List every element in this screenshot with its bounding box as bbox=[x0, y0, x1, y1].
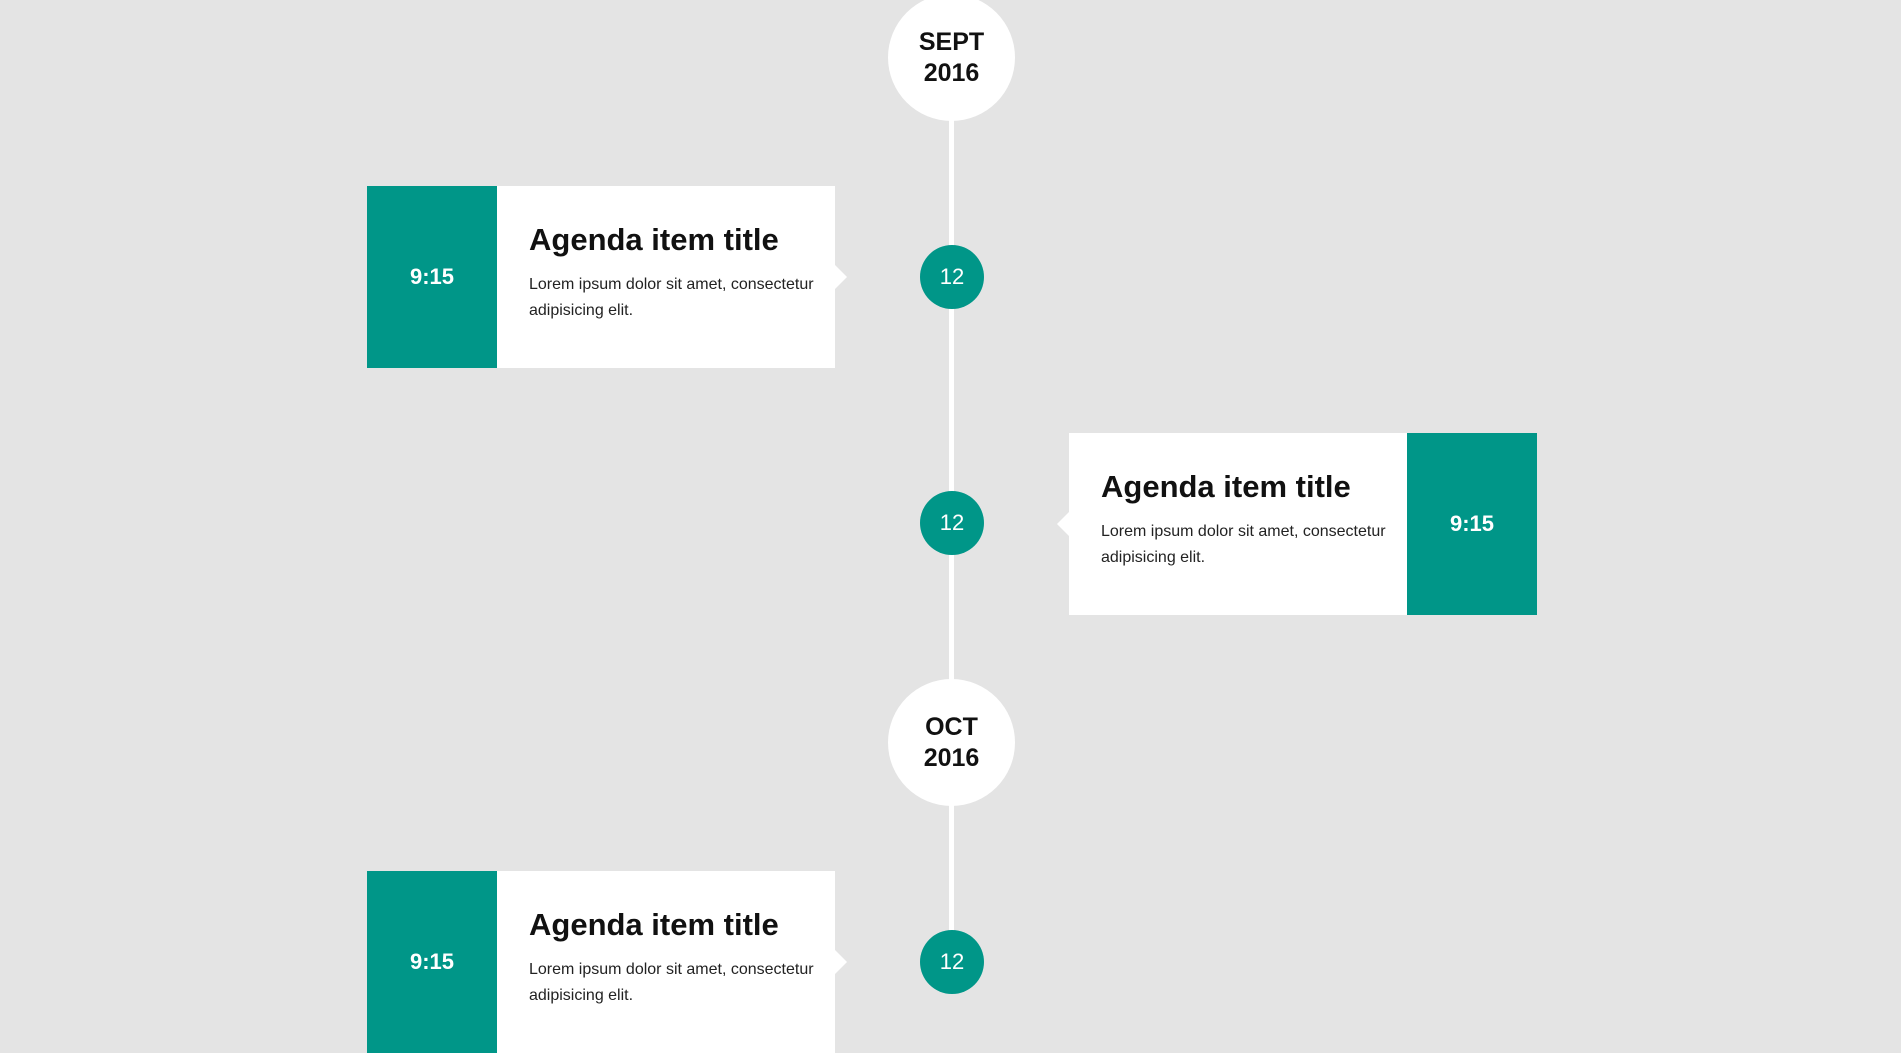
agenda-item-description: Lorem ipsum dolor sit amet, consectetur … bbox=[529, 276, 814, 319]
agenda-item-body: Agenda item title Lorem ipsum dolor sit … bbox=[497, 871, 847, 1053]
month-label: OCT bbox=[925, 712, 978, 741]
agenda-item-time: 9:15 bbox=[367, 871, 497, 1053]
agenda-item-title: Agenda item title bbox=[1101, 469, 1351, 504]
timeline-axis-line bbox=[949, 0, 954, 958]
day-marker: 12 bbox=[920, 491, 984, 555]
agenda-item-title: Agenda item title bbox=[529, 907, 779, 942]
agenda-item-time: 9:15 bbox=[367, 186, 497, 368]
agenda-item-card[interactable]: 9:15 Agenda item title Lorem ipsum dolor… bbox=[367, 871, 847, 1053]
day-marker: 12 bbox=[920, 245, 984, 309]
agenda-item-title: Agenda item title bbox=[529, 222, 779, 257]
agenda-item-time: 9:15 bbox=[1407, 433, 1537, 615]
agenda-item-body: Agenda item title Lorem ipsum dolor sit … bbox=[497, 186, 847, 368]
agenda-item-description: Lorem ipsum dolor sit amet, consectetur … bbox=[529, 961, 814, 1004]
agenda-item-description: Lorem ipsum dolor sit amet, consectetur … bbox=[1101, 523, 1386, 566]
month-marker-oct: OCT 2016 bbox=[888, 679, 1015, 806]
month-marker-sept: SEPT 2016 bbox=[888, 0, 1015, 121]
agenda-item-card[interactable]: 9:15 Agenda item title Lorem ipsum dolor… bbox=[367, 186, 847, 368]
day-marker: 12 bbox=[920, 930, 984, 994]
agenda-item-card[interactable]: Agenda item title Lorem ipsum dolor sit … bbox=[1057, 433, 1537, 615]
agenda-item-body: Agenda item title Lorem ipsum dolor sit … bbox=[1057, 433, 1407, 615]
year-label: 2016 bbox=[923, 743, 980, 772]
year-label: 2016 bbox=[923, 58, 980, 87]
agenda-timeline: SEPT 2016 9:15 Agenda item title Lorem i… bbox=[367, 0, 1537, 1053]
month-label: SEPT bbox=[918, 27, 985, 56]
